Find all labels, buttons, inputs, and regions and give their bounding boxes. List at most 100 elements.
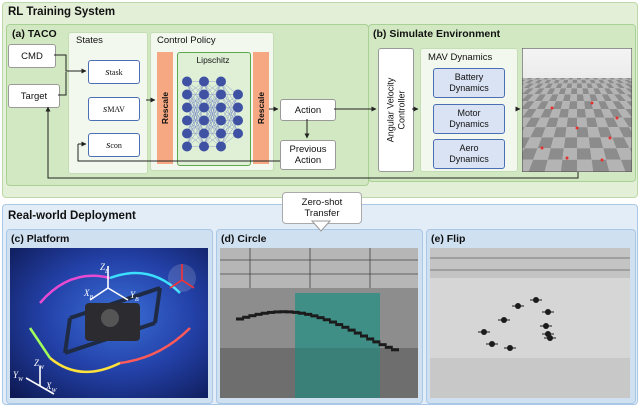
floor-tile	[522, 117, 532, 128]
floor-tile	[582, 88, 590, 95]
floor-tile	[528, 83, 540, 89]
floor-tile	[570, 88, 577, 95]
floor-tile	[603, 148, 621, 160]
floor-tile	[602, 79, 611, 84]
mav-dynamics-title: MAV Dynamics	[428, 52, 493, 63]
floor-tile	[548, 94, 559, 102]
floor-tile	[546, 88, 556, 95]
drone-silhouette	[254, 312, 263, 316]
platform-photo	[10, 248, 208, 398]
battery-dynamics-box: Battery Dynamics	[433, 68, 505, 98]
floor-tile	[577, 83, 583, 89]
floor-tile	[610, 83, 620, 89]
floor-tile	[585, 78, 590, 80]
led-strips	[28, 271, 191, 374]
drone-silhouette	[248, 314, 257, 318]
floor-tile	[613, 94, 627, 102]
transfer-line1: Zero-shot	[301, 197, 343, 208]
nn-edge	[203, 81, 222, 121]
state-mav-symbol: s	[103, 103, 108, 115]
nn-graph	[182, 76, 243, 152]
waypoint-marker	[608, 136, 612, 140]
floor-tile	[604, 117, 619, 128]
drone-silhouette	[335, 323, 344, 327]
floor-tile	[577, 88, 584, 95]
nn-edge	[220, 107, 239, 147]
nn-node	[216, 89, 226, 100]
floor-tile	[614, 88, 627, 95]
floor-tile	[541, 127, 557, 138]
nn-node	[233, 89, 243, 100]
aero-line2: Dynamics	[449, 154, 489, 164]
flip-trajectory	[478, 297, 556, 351]
floor-tile	[538, 78, 545, 80]
floor-tile	[540, 109, 553, 118]
floor-tile	[531, 109, 545, 118]
drone-silhouette	[347, 328, 356, 332]
floor-tile	[577, 78, 582, 80]
floor-tile	[589, 94, 599, 102]
world-axis-y: YW	[13, 370, 24, 383]
floor-tile	[552, 101, 563, 110]
floor-tile	[522, 159, 534, 172]
floor-tile	[558, 109, 569, 118]
nn-node	[233, 115, 243, 126]
floor-tile	[522, 137, 531, 149]
floor-tile	[595, 117, 609, 128]
target-to-task	[58, 72, 67, 96]
floor-tile	[591, 159, 610, 172]
checker-floor	[522, 78, 632, 172]
floor-tile	[525, 78, 533, 80]
floor-tile	[547, 148, 564, 160]
floor-tile	[625, 88, 632, 94]
floor-tile	[555, 94, 565, 102]
floor-tile	[623, 137, 632, 149]
state-task-subscript: task	[109, 67, 123, 77]
floor-tile	[560, 83, 568, 89]
floor-tile	[617, 78, 625, 80]
nn-node	[199, 89, 209, 100]
floor-tile	[522, 83, 525, 86]
nn-edge	[186, 81, 205, 108]
floor-tile	[581, 78, 586, 80]
drone-silhouette	[366, 337, 375, 341]
floor-tile	[585, 79, 592, 84]
floor-tile	[577, 137, 591, 149]
floor-tile	[590, 148, 607, 160]
floor-tile	[562, 94, 571, 102]
nn-edge	[220, 94, 239, 121]
platform-label: (c) Platform	[11, 233, 70, 245]
world-axis-x: XW	[46, 381, 57, 394]
floor-tile	[534, 94, 547, 102]
floor-tile	[601, 109, 614, 118]
circle-label: (d) Circle	[221, 233, 267, 245]
inset-axes	[168, 264, 196, 292]
drone-silhouette	[236, 317, 244, 321]
floor-tile	[600, 137, 617, 149]
drone-silhouette	[298, 311, 306, 315]
nn-edge	[203, 107, 222, 147]
nn-node	[199, 102, 209, 113]
top-connectors	[45, 54, 579, 179]
floor-tile	[529, 79, 539, 84]
floor-tile	[533, 88, 545, 95]
floor-tile	[615, 79, 625, 84]
floor-tile	[522, 148, 538, 160]
floor-tile	[619, 101, 632, 110]
floor-tile	[564, 88, 572, 95]
drone-silhouette	[378, 343, 387, 347]
control-policy-title: Control Policy	[157, 35, 216, 46]
floor-tile	[577, 94, 585, 102]
floor-tile	[559, 78, 565, 80]
battery-line2: Dynamics	[449, 83, 489, 93]
floor-tile	[568, 78, 573, 80]
floor-tile	[540, 88, 551, 95]
waypoint-marker	[565, 156, 569, 160]
floor-tile	[619, 79, 630, 84]
floor-tile	[595, 94, 606, 102]
floor-tile	[577, 79, 582, 84]
deployment-title: Real-world Deployment	[8, 210, 136, 222]
nn-edge	[186, 81, 205, 121]
floor-tile	[544, 159, 563, 172]
floor-tile	[609, 78, 616, 80]
